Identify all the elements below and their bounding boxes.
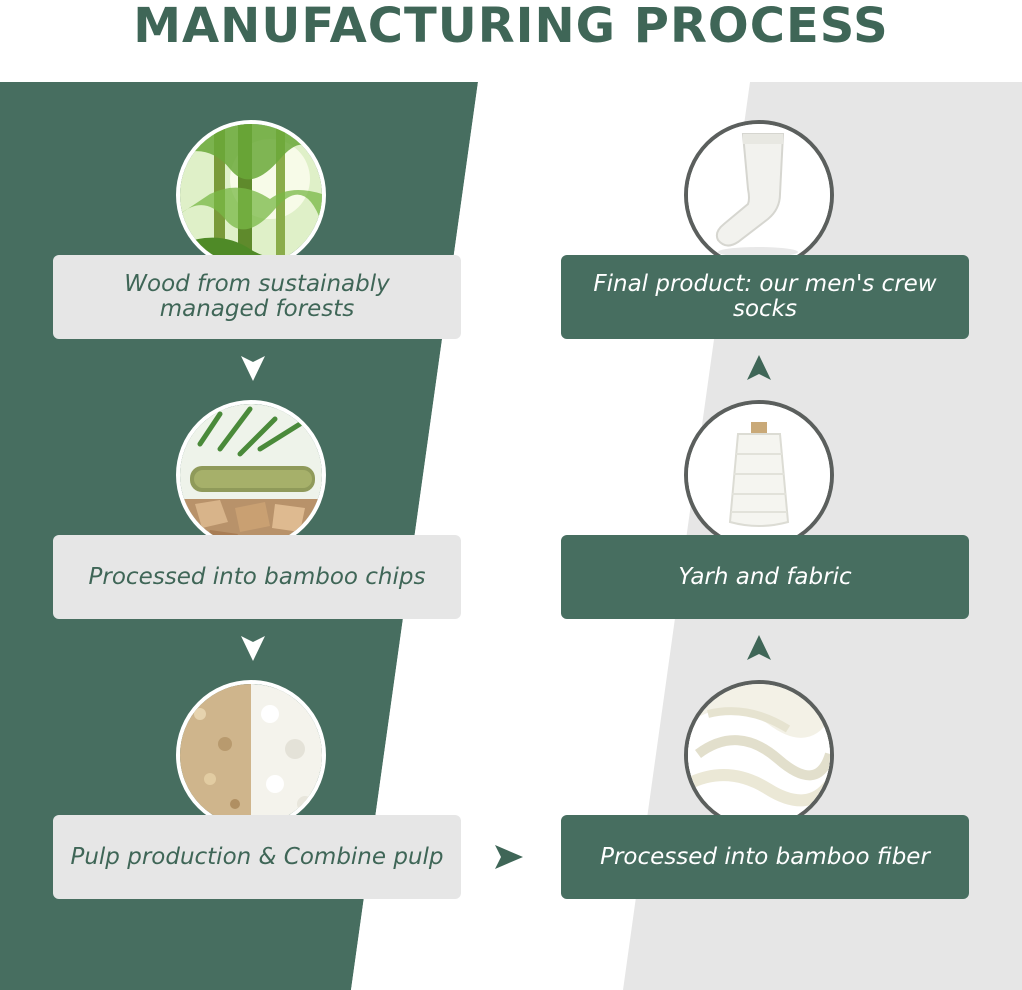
yarn-cone-icon — [684, 400, 834, 550]
arrow-down-icon — [240, 634, 266, 662]
step-pulp-label: Pulp production & Combine pulp — [53, 815, 461, 899]
arrow-right-icon — [494, 844, 524, 870]
bamboo-chips-icon — [176, 400, 326, 550]
step-fiber-label: Processed into bamboo fiber — [561, 815, 969, 899]
page-title: MANUFACTURING PROCESS — [133, 0, 889, 54]
step-yarn-label: Yarh and fabric — [561, 535, 969, 619]
step-chips-label: Processed into bamboo chips — [53, 535, 461, 619]
bamboo-forest-icon — [176, 120, 326, 270]
arrow-down-icon — [240, 354, 266, 382]
step-final-label: Final product: our men's crew socks — [561, 255, 969, 339]
crew-sock-icon — [684, 120, 834, 270]
arrow-up-icon — [746, 634, 772, 662]
arrow-up-icon — [746, 354, 772, 382]
pulp-icon — [176, 680, 326, 830]
bamboo-fiber-icon — [684, 680, 834, 830]
step-wood-label: Wood from sustainably managed forests — [53, 255, 461, 339]
